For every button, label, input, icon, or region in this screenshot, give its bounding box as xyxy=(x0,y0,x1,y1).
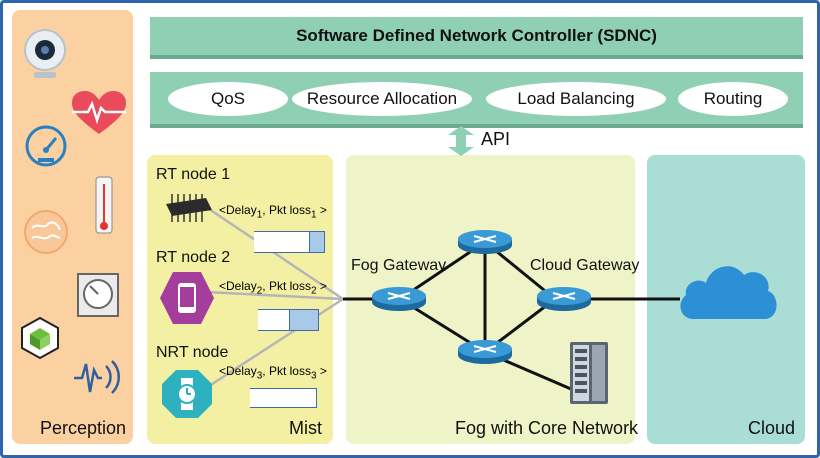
rt-node-2-label: RT node 2 xyxy=(156,249,231,266)
node-2-queue xyxy=(258,309,319,331)
cloud-gateway-router-icon xyxy=(537,287,591,311)
service-routing: Routing xyxy=(678,82,788,116)
mist-label: Mist xyxy=(289,418,322,438)
server-icon xyxy=(570,342,608,404)
node-2-delay: Delay xyxy=(226,279,257,293)
signal-wave-icon xyxy=(74,360,120,394)
heart-rate-icon xyxy=(72,91,126,134)
fog-gateway-label: Fog Gateway xyxy=(351,257,447,274)
node-1-loss-sub: 1 xyxy=(310,209,317,221)
cloud-gateway-label: Cloud Gateway xyxy=(530,257,640,274)
fog-gateway-router-icon xyxy=(372,287,426,311)
nrt-node-label: NRT node xyxy=(156,344,229,361)
chip-icon xyxy=(166,194,212,222)
node-3-delay: Delay xyxy=(226,364,257,378)
node-1-metrics: <Delay1, Pkt loss1 > xyxy=(219,203,327,221)
fog-label: Fog with Core Network xyxy=(455,418,639,438)
node-3-loss: Pkt loss xyxy=(268,364,311,378)
node-2-metrics: <Delay2, Pkt loss2 > xyxy=(219,279,327,297)
cloud-label: Cloud xyxy=(748,418,796,438)
rt-node-1-label: RT node 1 xyxy=(156,166,231,183)
node-3-delay-sub: 3 xyxy=(256,370,263,382)
thermometer-icon xyxy=(95,176,113,234)
api-arrow-icon xyxy=(448,126,474,156)
node-1-delay-sub: 1 xyxy=(256,209,263,221)
cloud-icon xyxy=(680,266,777,319)
brain-icon xyxy=(24,210,68,254)
box-sensor-icon xyxy=(21,316,59,360)
core-router-top-icon xyxy=(458,230,512,254)
node-2-delay-sub: 2 xyxy=(256,285,263,297)
speedometer-icon xyxy=(25,125,67,167)
node-3-queue xyxy=(250,388,317,408)
api-label: API xyxy=(481,129,511,149)
service-qos: QoS xyxy=(168,82,288,116)
webcam-icon xyxy=(24,29,66,78)
service-load-balancing: Load Balancing xyxy=(486,82,666,116)
watch-octagon-icon xyxy=(162,370,212,418)
node-3-metrics: <Delay3, Pkt loss3 > xyxy=(219,364,327,382)
perception-label: Perception xyxy=(40,418,127,438)
meter-icon xyxy=(77,273,119,317)
node-1-queue xyxy=(254,231,325,253)
phone-hexagon-icon xyxy=(160,272,214,324)
sdnc-bar: Software Defined Network Controller (SDN… xyxy=(150,17,803,55)
node-2-loss-sub: 2 xyxy=(310,285,317,297)
node-1-delay: Delay xyxy=(226,203,257,217)
services-bar: QoS Resource Allocation Load Balancing R… xyxy=(150,72,803,124)
service-resource-allocation: Resource Allocation xyxy=(292,82,472,116)
core-router-bottom-icon xyxy=(458,340,512,364)
sdnc-title: Software Defined Network Controller (SDN… xyxy=(296,26,657,45)
node-2-loss: Pkt loss xyxy=(268,279,311,293)
node-3-loss-sub: 3 xyxy=(310,370,317,382)
node-1-loss: Pkt loss xyxy=(268,203,311,217)
